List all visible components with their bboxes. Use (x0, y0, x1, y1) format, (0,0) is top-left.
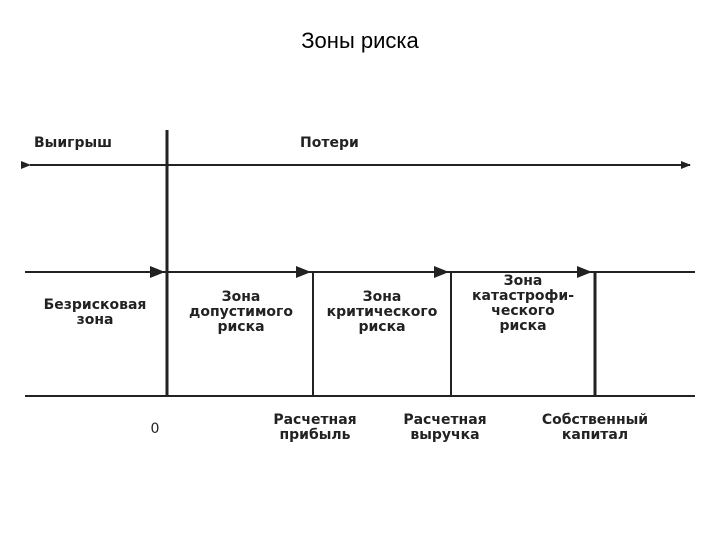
arrowhead-profit (296, 266, 311, 278)
zone-riskless: Безрисковая зона (43, 297, 147, 328)
loss-label: Потери (300, 135, 359, 151)
axis-label-zero: 0 (150, 421, 160, 437)
axis-label-profit: Расчетная прибыль (273, 412, 357, 443)
arrowhead-zero (150, 266, 165, 278)
gain-label: Выигрыш (34, 135, 113, 151)
page-title: Зоны риска (301, 28, 419, 53)
arrowhead-capital (577, 266, 592, 278)
zone-catastrophic: Зона катастрофи- ческого риска (471, 273, 575, 334)
zone-acceptable: Зона допустимого риска (189, 289, 293, 335)
axis-label-revenue: Расчетная выручка (403, 412, 487, 443)
arrowhead-revenue (434, 266, 449, 278)
axis-label-capital: Собственный капитал (541, 412, 649, 443)
zone-critical: Зона критического риска (326, 289, 438, 335)
